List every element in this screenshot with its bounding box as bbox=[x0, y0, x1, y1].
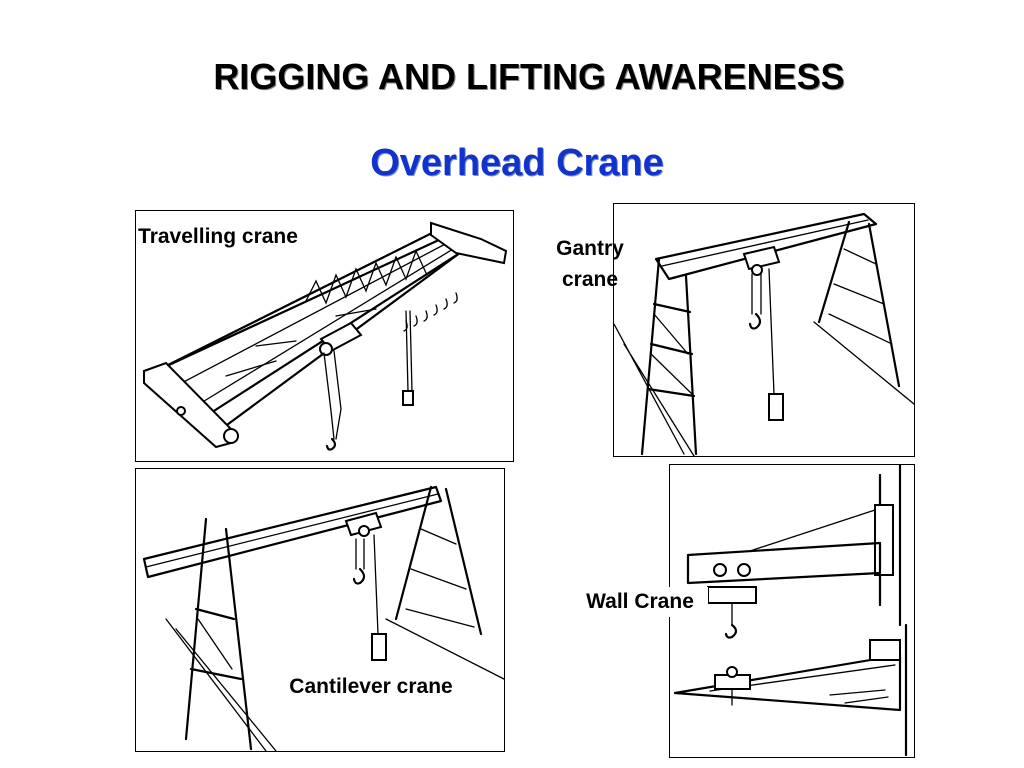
travelling-crane-illustration bbox=[143, 221, 508, 451]
slide-title: RIGGING AND LIFTING AWARENESS bbox=[213, 56, 845, 97]
travelling-crane-panel bbox=[135, 210, 514, 462]
cantilever-crane-illustration bbox=[142, 485, 504, 751]
gantry-crane-illustration bbox=[614, 212, 914, 456]
wall-crane-label: Wall Crane bbox=[572, 587, 708, 617]
cantilever-crane-panel bbox=[135, 468, 505, 752]
gantry-crane-label-line2: crane bbox=[561, 268, 619, 291]
travelling-crane-label: Travelling crane bbox=[138, 225, 298, 248]
wall-crane-panel bbox=[669, 464, 915, 758]
cantilever-crane-label: Cantilever crane bbox=[289, 675, 453, 698]
wall-crane-illustration bbox=[673, 465, 908, 757]
gantry-crane-panel bbox=[613, 203, 915, 457]
gantry-crane-label-line1: Gantry bbox=[556, 237, 624, 260]
slide-subtitle: Overhead Crane bbox=[370, 142, 664, 184]
